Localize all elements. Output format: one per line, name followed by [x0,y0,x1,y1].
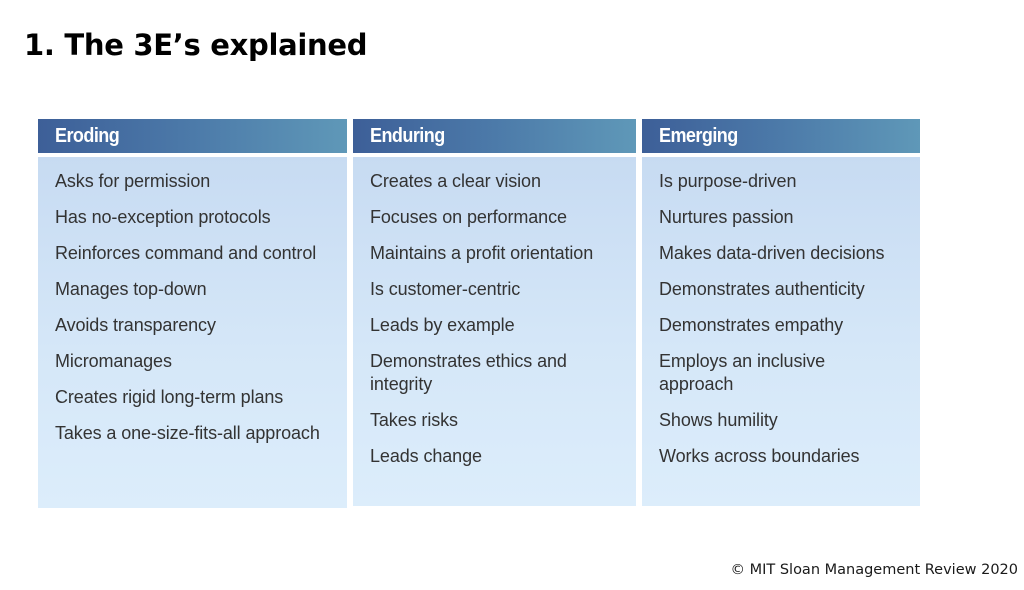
list-item: Demonstrates ethics and integrity [370,351,567,394]
trait-list: Asks for permission Has no-exception pro… [55,170,343,445]
list-item: Avoids transparency [55,315,216,335]
list-item: Leads by example [370,315,515,335]
column-body-eroding: Asks for permission Has no-exception pro… [38,157,347,508]
list-item: Demonstrates empathy [659,315,844,335]
column-header-eroding: Eroding [38,119,347,153]
column-heading-text: Eroding [55,124,120,147]
list-item: Makes data-driven decisions [659,243,885,263]
list-item: Works across boundaries [659,446,860,466]
page-title: 1. The 3E’s explained [24,28,368,62]
list-item: Takes risks [370,410,458,430]
list-item: Creates a clear vision [370,171,541,191]
trait-list: Is purpose-driven Nurtures passion Makes… [659,170,916,468]
column-enduring: Enduring Creates a clear vision Focuses … [353,119,636,506]
list-item: Has no-exception protocols [55,207,271,227]
list-item: Asks for permission [55,171,211,191]
column-header-emerging: Emerging [642,119,920,153]
list-item: Nurtures passion [659,207,794,227]
list-item: Is customer-centric [370,279,521,299]
column-eroding: Eroding Asks for permission Has no-excep… [38,119,347,508]
column-body-enduring: Creates a clear vision Focuses on perfor… [353,157,636,506]
list-item: Employs an inclusive approach [659,351,826,394]
list-item: Reinforces command and control [55,243,317,263]
list-item: Is purpose-driven [659,171,797,191]
trait-list: Creates a clear vision Focuses on perfor… [370,170,632,468]
column-heading-text: Emerging [659,124,738,147]
list-item: Focuses on performance [370,207,567,227]
column-emerging: Emerging Is purpose-driven Nurtures pass… [642,119,920,506]
column-heading-text: Enduring [370,124,445,147]
list-item: Manages top-down [55,279,207,299]
column-header-enduring: Enduring [353,119,636,153]
copyright-notice: © MIT Sloan Management Review 2020 [730,562,1018,578]
list-item: Creates rigid long-term plans [55,387,284,407]
column-body-emerging: Is purpose-driven Nurtures passion Makes… [642,157,920,506]
list-item: Shows humility [659,410,778,430]
list-item: Takes a one-size-fits-all approach [55,423,320,443]
list-item: Micromanages [55,351,172,371]
list-item: Maintains a profit orientation [370,243,594,263]
list-item: Demonstrates authenticity [659,279,865,299]
list-item: Leads change [370,446,482,466]
